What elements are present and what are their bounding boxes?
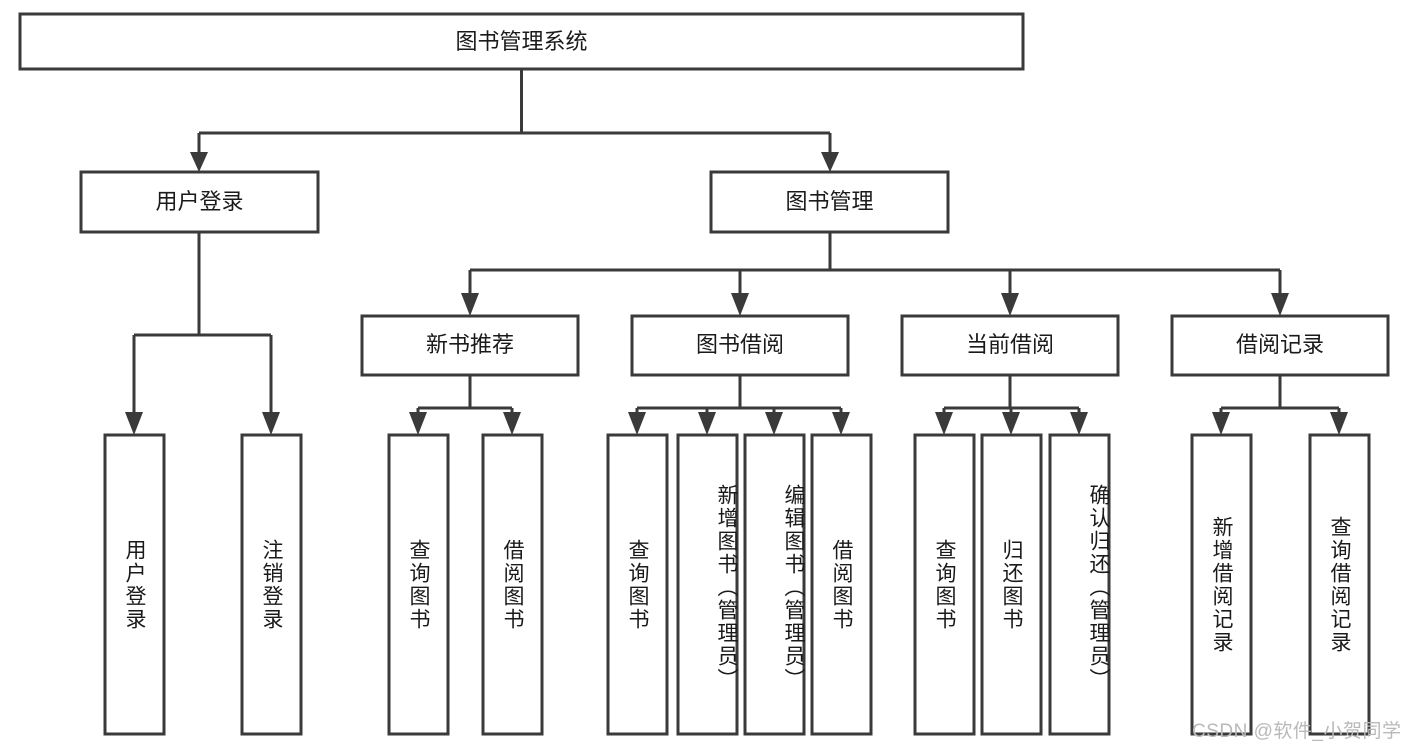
node-leaf-add-book[interactable]	[676, 433, 739, 736]
arrow-head-leaf-edit-book	[765, 412, 783, 435]
node-leaf-query-record[interactable]	[1308, 433, 1371, 736]
connector-layer	[125, 69, 1348, 435]
node-leaf-query-book-3[interactable]	[913, 433, 976, 736]
arrow-head-leaf-borrow-book-1	[503, 412, 521, 435]
node-book-borrow-label: 图书借阅	[696, 332, 784, 357]
watermark-text: CSDN @软件_小贺同学	[1192, 721, 1402, 742]
arrow-head-book-manage	[821, 152, 839, 172]
node-layer: 图书管理系统 用户登录 图书管理 新书推荐 图书借阅 当前借阅 借阅记录	[18, 12, 1390, 736]
node-leaf-edit-book[interactable]	[743, 433, 806, 736]
arrow-head-leaf-user-login	[125, 412, 143, 435]
node-current-borrow[interactable]	[900, 314, 1120, 377]
node-user-login-label: 用户登录	[155, 189, 243, 214]
arrow-head-leaf-return-book	[1002, 412, 1020, 435]
node-borrow-record-label: 借阅记录	[1236, 332, 1324, 357]
node-leaf-query-book-1[interactable]	[387, 433, 450, 736]
node-leaf-user-login[interactable]	[103, 433, 166, 736]
node-root-label: 图书管理系统	[455, 29, 587, 54]
arrow-head-leaf-add-book	[698, 412, 716, 435]
node-new-book-recommend-label: 新书推荐	[426, 332, 514, 357]
node-book-manage-label: 图书管理	[785, 189, 873, 214]
node-borrow-record[interactable]	[1170, 314, 1390, 377]
node-book-manage[interactable]	[709, 170, 950, 234]
arrow-head-leaf-confirm-return	[1070, 412, 1088, 435]
arrow-head-borrow-record	[1271, 293, 1289, 316]
arrow-head-leaf-query-record	[1330, 412, 1348, 435]
arrow-head-leaf-query-book-2	[628, 412, 646, 435]
node-root[interactable]	[18, 12, 1025, 71]
arrow-head-leaf-logout-login	[262, 412, 280, 435]
arrow-head-leaf-borrow-book-2	[832, 412, 850, 435]
node-new-book-recommend[interactable]	[360, 314, 580, 377]
node-leaf-logout-login[interactable]	[240, 433, 303, 736]
node-book-borrow[interactable]	[630, 314, 850, 377]
arrow-head-leaf-add-record	[1212, 412, 1230, 435]
node-user-login[interactable]	[79, 170, 320, 234]
node-leaf-borrow-book-2[interactable]	[810, 433, 873, 736]
node-leaf-query-book-2[interactable]	[606, 433, 669, 736]
arrow-head-book-borrow	[731, 293, 749, 316]
node-leaf-confirm-return[interactable]	[1048, 433, 1111, 736]
arrow-head-new-book-recommend	[461, 293, 479, 316]
arrow-head-leaf-query-book-1	[409, 412, 427, 435]
arrow-head-current-borrow	[1001, 293, 1019, 316]
node-leaf-return-book[interactable]	[980, 433, 1043, 736]
node-leaf-add-record[interactable]	[1190, 433, 1253, 736]
node-current-borrow-label: 当前借阅	[966, 332, 1054, 357]
arrow-head-user-login	[190, 152, 208, 172]
arrow-head-leaf-query-book-3	[935, 412, 953, 435]
node-leaf-borrow-book-1[interactable]	[481, 433, 544, 736]
